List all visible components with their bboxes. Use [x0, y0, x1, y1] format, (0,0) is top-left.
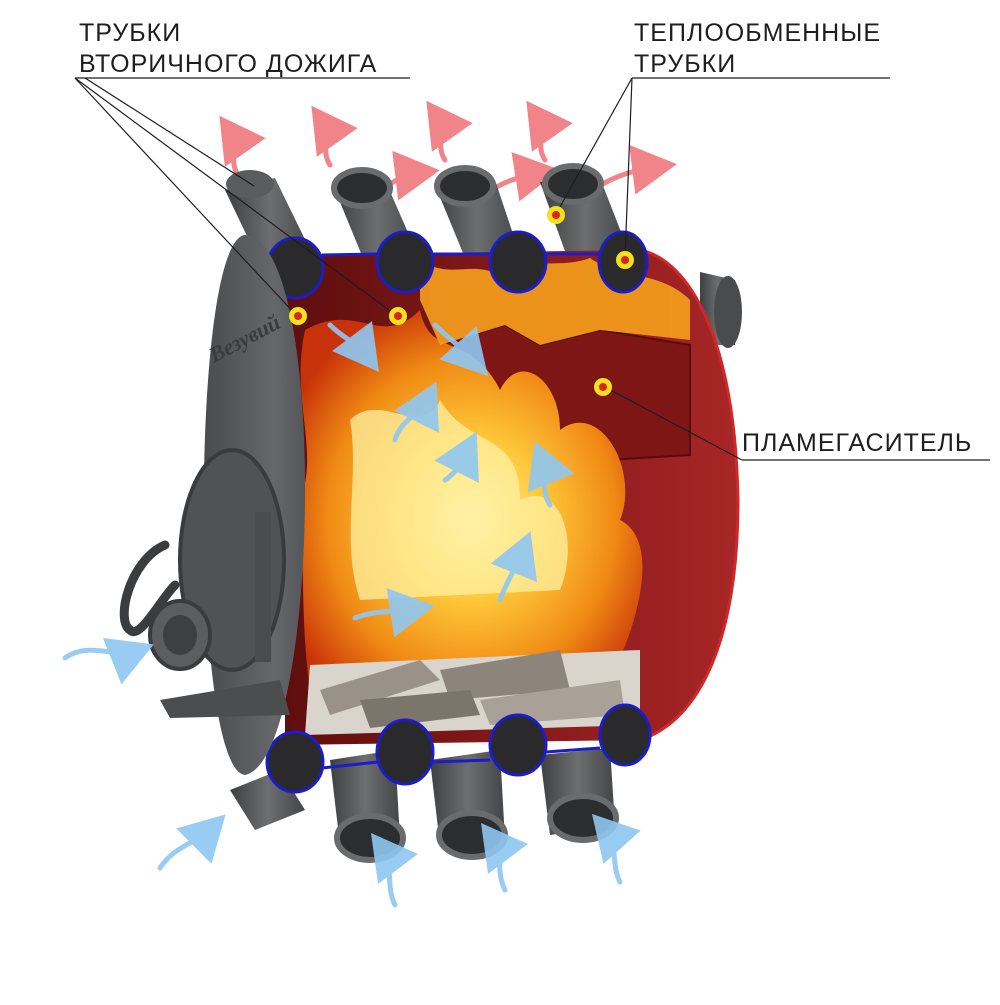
marker-heat-exchange [616, 251, 634, 269]
front-panel: Везувий [119, 235, 306, 775]
air-arrow [157, 814, 226, 871]
callout-markers [289, 206, 634, 396]
leader-lines [74, 77, 990, 461]
tube-opening [598, 703, 652, 767]
hot-arrow [311, 105, 358, 168]
hot-arrow [426, 100, 473, 163]
air-arrow [490, 531, 538, 603]
tube-opening [375, 230, 435, 294]
door-hinge [255, 512, 271, 662]
hot-arrow [526, 100, 573, 163]
ash-shelf [160, 680, 290, 718]
callout-flame-arrester: ПЛАМЕГАСИТЕЛЬ [742, 429, 973, 457]
marker-secondary-burn [389, 307, 407, 325]
air-flow [62, 320, 641, 908]
marker-secondary-burn [289, 307, 307, 325]
tube-opening [265, 730, 325, 794]
air-arrow [327, 320, 380, 372]
heat-exchange-pipes-bottom [230, 748, 619, 863]
callout-line: ВТОРИЧНОГО ДОЖИГА [79, 50, 378, 78]
marker-heat-exchange [547, 206, 565, 224]
air-arrow [371, 832, 418, 908]
callout-line: ТРУБКИ [79, 19, 182, 47]
air-arrow [352, 588, 435, 638]
hot-arrow [219, 115, 266, 178]
air-arrow [434, 431, 479, 484]
door-handle [119, 540, 180, 637]
air-arrow [527, 441, 575, 508]
air-arrow [591, 813, 641, 885]
air-arrow [62, 637, 154, 685]
air-arrow [432, 322, 489, 377]
callout-line: ТЕПЛООБМЕННЫЕ [634, 19, 882, 47]
air-arrow [392, 381, 439, 443]
callout-line: ТРУБКИ [634, 50, 737, 78]
callout-heat-exchange-tubes: ТЕПЛООБМЕННЫЕ ТРУБКИ [634, 18, 881, 80]
tube-opening [488, 230, 548, 294]
air-arrow [481, 822, 528, 893]
tube-opening [488, 713, 548, 777]
callout-secondary-burn-tubes: ТРУБКИ ВТОРИЧНОГО ДОЖИГА [79, 18, 377, 80]
tube-opening [375, 718, 435, 786]
marker-flame-arrester [594, 378, 612, 396]
